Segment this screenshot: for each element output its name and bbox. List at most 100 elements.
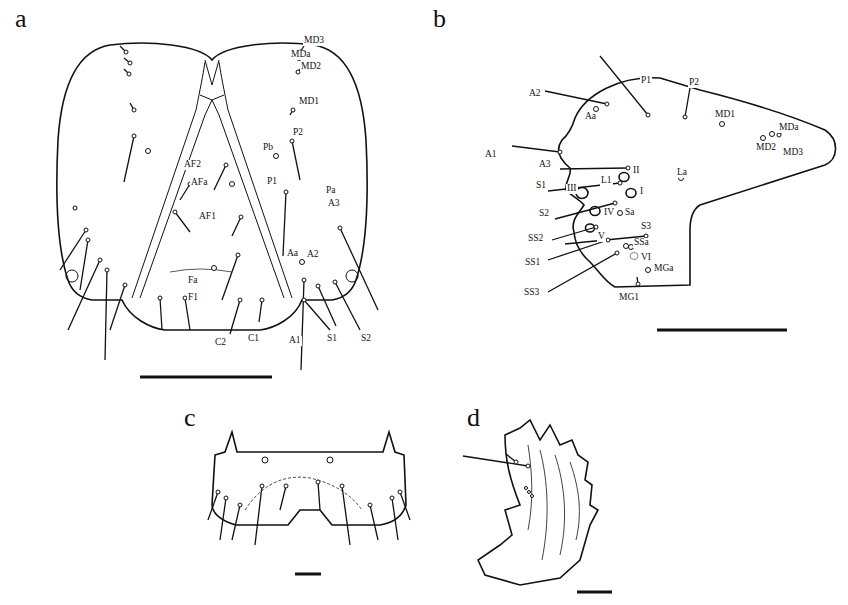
seta bbox=[255, 486, 262, 545]
pore bbox=[230, 182, 235, 187]
seta bbox=[259, 300, 262, 322]
seta-label: MG1 bbox=[618, 293, 640, 303]
seta-socket bbox=[260, 484, 264, 488]
panel-letter: a bbox=[14, 6, 28, 32]
seta-label: Pa bbox=[325, 186, 337, 196]
seta-label: MD3 bbox=[782, 148, 804, 158]
seta-label: S1 bbox=[535, 181, 547, 191]
seta-socket bbox=[291, 108, 295, 112]
seta bbox=[208, 492, 218, 520]
seta-label: A1 bbox=[288, 336, 302, 346]
outlines bbox=[57, 43, 836, 585]
seta-socket bbox=[84, 228, 88, 232]
pore bbox=[212, 266, 217, 271]
seta-socket bbox=[338, 226, 342, 230]
seta bbox=[335, 282, 360, 330]
seta-label: SS2 bbox=[527, 234, 544, 244]
head-lateral bbox=[559, 78, 836, 287]
seta bbox=[301, 280, 304, 370]
seta-label: A3 bbox=[327, 199, 341, 209]
seta bbox=[400, 492, 410, 520]
pore bbox=[770, 132, 775, 137]
scale-bars bbox=[140, 330, 787, 592]
seta-socket bbox=[105, 268, 109, 272]
seta bbox=[80, 240, 88, 290]
stemmata bbox=[576, 173, 638, 260]
pore bbox=[531, 495, 534, 498]
seta-socket bbox=[132, 134, 136, 138]
seta bbox=[342, 486, 350, 545]
seta bbox=[560, 168, 628, 169]
seta-socket bbox=[390, 496, 394, 500]
stemma bbox=[619, 173, 629, 182]
seta-socket bbox=[216, 490, 220, 494]
seta bbox=[175, 212, 190, 232]
seta-socket bbox=[613, 201, 617, 205]
seta bbox=[230, 300, 240, 334]
seta bbox=[232, 505, 240, 540]
seta bbox=[214, 165, 226, 190]
seta bbox=[232, 217, 241, 236]
seta-socket bbox=[238, 503, 242, 507]
seta-label: Aa bbox=[584, 112, 597, 122]
seta-label: A2 bbox=[528, 89, 542, 99]
seta-socket bbox=[173, 210, 177, 214]
seta bbox=[220, 498, 226, 540]
seta-label: F1 bbox=[187, 293, 199, 303]
seta-socket bbox=[558, 150, 562, 154]
seta-socket bbox=[290, 139, 294, 143]
head-capsule bbox=[57, 43, 367, 330]
seta-label: AFa bbox=[190, 178, 208, 188]
seta bbox=[110, 285, 125, 330]
suture bbox=[132, 60, 292, 298]
seta-socket bbox=[124, 50, 128, 54]
pore bbox=[300, 260, 305, 265]
pore bbox=[624, 244, 629, 249]
antennal-socket bbox=[346, 270, 358, 282]
seta bbox=[160, 298, 162, 330]
seta-label: IV bbox=[603, 208, 615, 218]
seta-label: A3 bbox=[538, 160, 552, 170]
seta-label: La bbox=[676, 168, 688, 178]
pore bbox=[525, 487, 528, 490]
seta-label: II bbox=[632, 166, 640, 176]
seta-label: A1 bbox=[484, 150, 498, 160]
frons-line bbox=[170, 269, 232, 272]
seta bbox=[392, 498, 398, 540]
seta-label: C1 bbox=[247, 334, 260, 344]
seta-label: MD1 bbox=[714, 110, 736, 120]
seta bbox=[548, 240, 608, 260]
seta-label: MDa bbox=[290, 50, 312, 60]
seta bbox=[685, 88, 690, 117]
seta bbox=[340, 228, 378, 310]
seta-socket bbox=[239, 215, 243, 219]
seta-socket bbox=[158, 296, 162, 300]
seta-label: SS1 bbox=[524, 258, 541, 268]
scale-bar bbox=[577, 591, 612, 594]
seta-socket bbox=[260, 298, 264, 302]
pore bbox=[262, 457, 268, 463]
seta-socket bbox=[618, 181, 622, 185]
seta-label: III bbox=[566, 184, 578, 194]
seta bbox=[512, 146, 560, 152]
seta bbox=[283, 192, 286, 256]
seta-label: AF2 bbox=[183, 160, 202, 170]
pore bbox=[146, 149, 151, 154]
scale-bar bbox=[657, 329, 787, 332]
seta-socket bbox=[127, 72, 131, 76]
pore bbox=[761, 136, 766, 141]
seta-label: S2 bbox=[360, 334, 372, 344]
pore bbox=[528, 491, 531, 494]
seta-label: A2 bbox=[306, 250, 320, 260]
seta-label: S3 bbox=[640, 222, 652, 232]
seta-socket bbox=[605, 102, 609, 106]
pore bbox=[720, 122, 725, 127]
seta-label: MD1 bbox=[298, 97, 320, 107]
seta-socket bbox=[236, 253, 240, 257]
seta-label: SSa bbox=[633, 238, 650, 248]
seta-socket bbox=[284, 484, 288, 488]
seta-socket bbox=[594, 225, 598, 229]
seta-socket bbox=[128, 61, 132, 65]
seta bbox=[555, 203, 615, 219]
